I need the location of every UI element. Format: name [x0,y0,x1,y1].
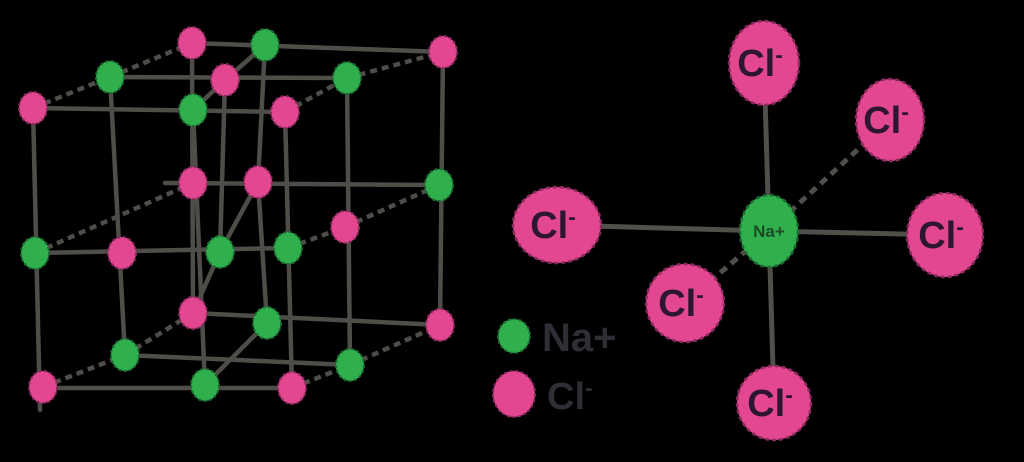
lattice-cl-ion [18,91,48,125]
lattice-edge [190,107,208,388]
lattice-edge [189,40,446,55]
cl-ion-label: Cl- [863,99,909,142]
lattice-cl-ion [277,371,307,405]
cl-ion [511,185,603,265]
nacl-lattice-diagram [18,26,458,413]
lattice-edge [190,310,443,328]
lattice-edge-dashed [349,322,441,368]
lattice-na-ion [190,368,220,402]
legend-cl-swatch [492,370,536,418]
legend-na-swatch [497,318,531,354]
lattice-cl-ion [28,370,58,404]
cl-ion-label: Cl- [737,42,783,85]
lattice-na-ion [252,306,282,340]
lattice-edge [255,179,270,326]
lattice-na-ion [250,28,280,62]
lattice-na-ion [332,61,362,95]
na-ion [738,193,800,269]
lattice-na-ion [20,236,50,270]
lattice-cl-ion [177,26,207,60]
lattice-na-ion [110,338,140,372]
lattice-edge [32,245,291,256]
lattice-na-ion [95,60,125,94]
cl-ion-label: Cl- [658,282,704,325]
lattice-edge [255,42,268,185]
legend-na-label: Na+ [542,316,617,360]
lattice-edge-dashed [346,49,444,81]
lattice-cl-ion [243,165,273,199]
lattice-cl-ion [428,35,458,69]
cl-ion-label: Cl- [747,382,793,425]
cl-ion [735,364,813,442]
legend-cl-label: Cl- [547,375,593,418]
lattice-cl-ion [330,210,360,244]
lattice-edge [162,180,442,188]
cl-ion-label: Cl- [530,204,576,247]
cl-ion-label: Cl- [918,214,964,257]
lattice-edge [217,77,228,255]
cl-ion [905,191,985,279]
lattice-edge-dashed [344,182,440,230]
cl-ion [727,19,801,107]
lattice-edge [122,352,353,368]
cl-ion [854,77,926,163]
lattice-cl-ion [210,63,240,97]
lattice-edge-dashed [34,180,194,256]
lattice-na-ion [424,168,454,202]
lattice-na-ion [205,235,235,269]
lattice-cl-ion [178,296,208,330]
cl-ion [644,262,726,344]
na-ion-label: Na+ [753,222,785,241]
lattice-cl-ion [270,95,300,129]
legend: Na+ Cl- [492,316,617,418]
lattice-cl-ion [178,166,208,200]
lattice-na-ion [335,348,365,382]
octahedral-coordination-diagram: Cl- Cl- Cl- Cl- Cl- Cl- Na+ [511,19,985,442]
lattice-na-ion [273,231,303,265]
lattice-cl-ion [107,236,137,270]
lattice-cl-ion [425,308,455,342]
lattice-na-ion [178,93,208,127]
lattice-edge [30,105,288,115]
